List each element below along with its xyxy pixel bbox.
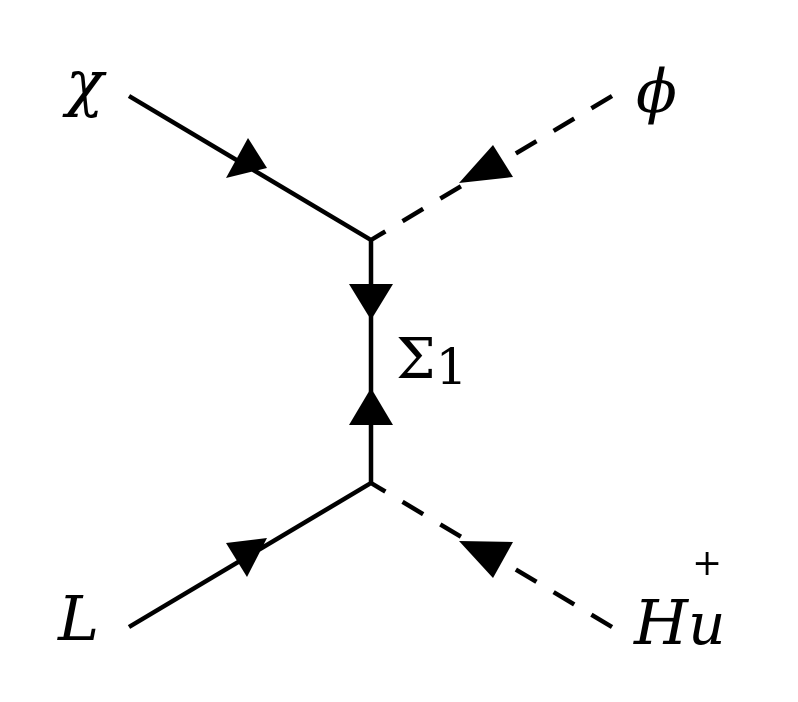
chi-label: χ (66, 46, 104, 119)
sigma-propagator-line (349, 240, 393, 483)
L-label: L (58, 582, 100, 655)
H-superscript-plus: + (692, 543, 723, 584)
arrow-icon (226, 138, 267, 178)
arrow-down-icon (349, 284, 393, 320)
Hu-scalar-line (369, 481, 614, 629)
arrow-icon (459, 541, 513, 578)
sigma-subscript: 1 (435, 338, 468, 396)
Hu-plus-label: Hu+ (634, 546, 725, 654)
arrow-up-icon (349, 388, 393, 425)
chi-fermion-line (127, 94, 373, 242)
L-fermion-line (127, 481, 373, 629)
H-subscript-u: u (688, 590, 726, 658)
H-symbol: H (634, 586, 689, 659)
sigma-label: Σ1 (396, 332, 467, 393)
phi-label: ϕ (636, 57, 677, 127)
arrow-icon (459, 145, 513, 183)
phi-scalar-line (369, 94, 614, 242)
sigma-symbol: Σ (396, 327, 436, 392)
arrow-icon (226, 538, 267, 577)
